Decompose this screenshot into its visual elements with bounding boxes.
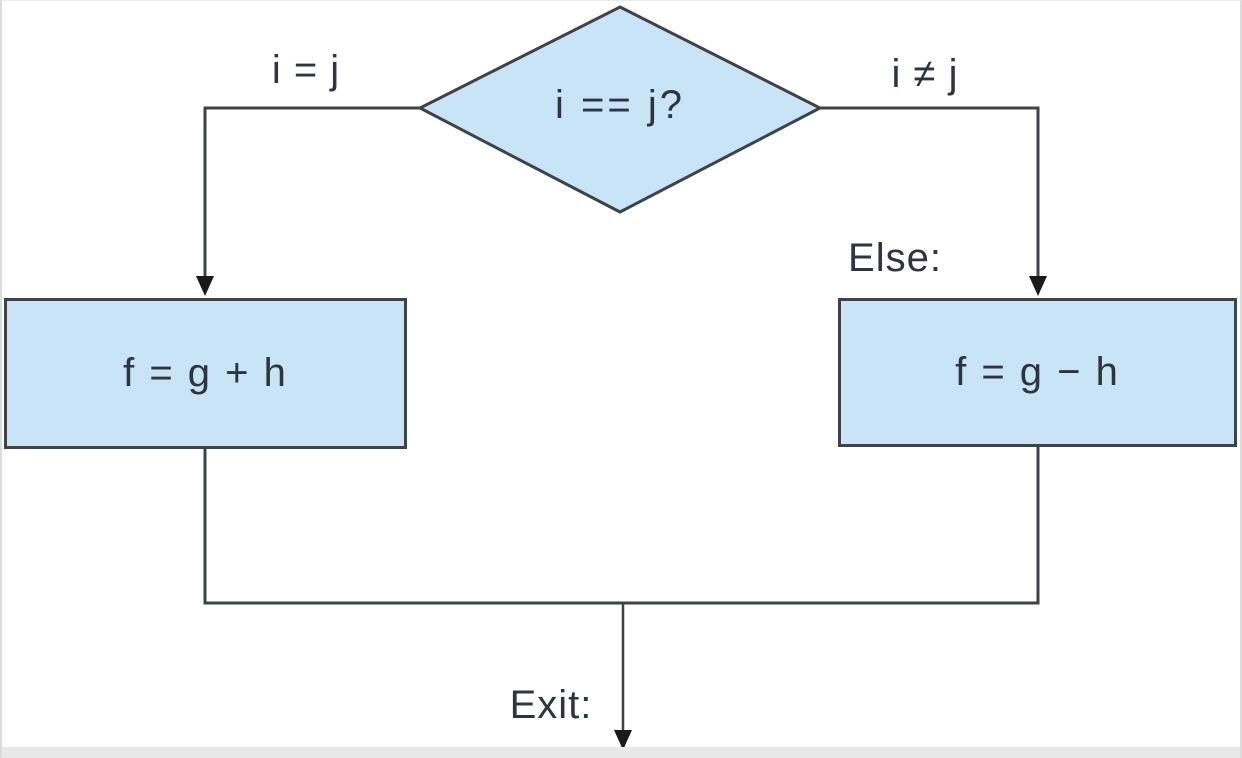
decision-diamond-shape bbox=[416, 5, 824, 214]
true-branch-label: i = j bbox=[271, 48, 341, 92]
decision-node-label: i == j? bbox=[555, 83, 685, 127]
merge-connector bbox=[203, 447, 1040, 605]
then-block-label: f = g + h bbox=[123, 351, 288, 395]
else-annotation-label: Else: bbox=[848, 236, 942, 280]
exit-annotation-label: Exit: bbox=[509, 683, 593, 727]
false-branch-connector bbox=[820, 106, 1040, 279]
false-branch-arrowhead-icon bbox=[1029, 276, 1047, 296]
exit-arrowhead-icon bbox=[614, 730, 632, 750]
else-block-node: f = g − h bbox=[838, 298, 1237, 447]
then-block-node: f = g + h bbox=[4, 298, 407, 449]
true-branch-connector bbox=[203, 106, 420, 279]
false-branch-label: i ≠ j bbox=[891, 52, 959, 96]
else-block-label: f = g − h bbox=[955, 350, 1120, 394]
true-branch-arrowhead-icon bbox=[196, 276, 214, 296]
bottom-edge-strip bbox=[2, 747, 1240, 758]
